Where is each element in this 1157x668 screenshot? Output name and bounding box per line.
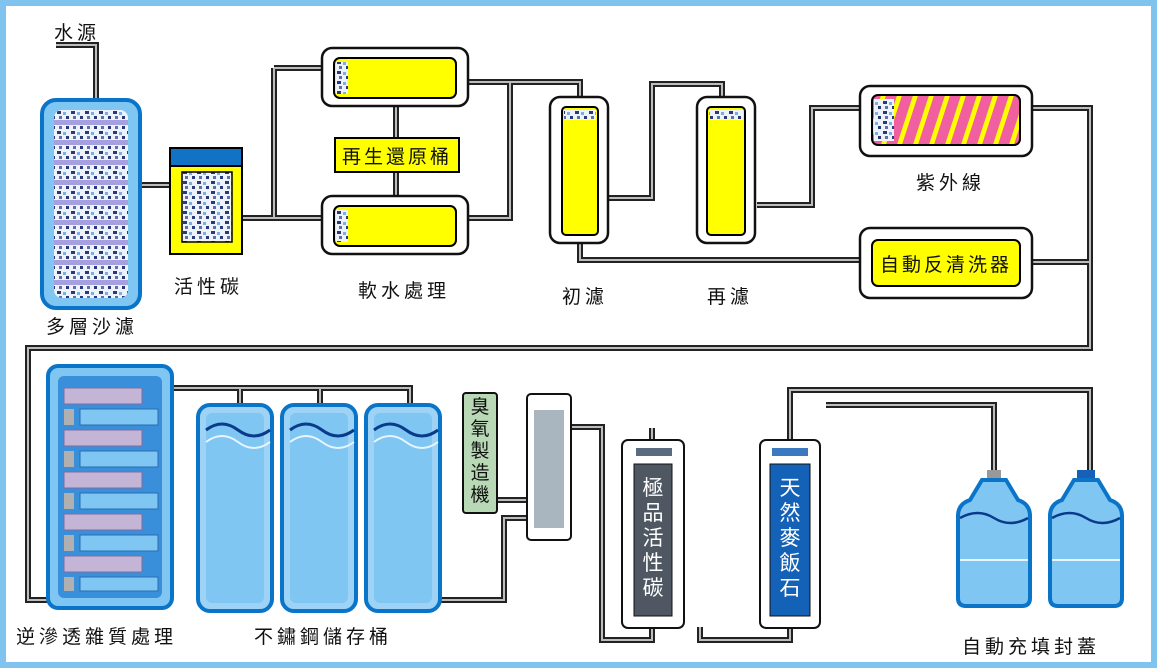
storage-tank-1 bbox=[196, 403, 274, 613]
label-storage: 不鏽鋼儲存桶 bbox=[254, 626, 393, 648]
label-ozone: 臭氧製造機 bbox=[470, 396, 490, 506]
label-uv: 紫外線 bbox=[916, 172, 986, 194]
reverse-osmosis-unit bbox=[46, 364, 174, 610]
uv-sterilizer bbox=[858, 84, 1034, 158]
activated-carbon-tank bbox=[169, 147, 243, 255]
storage-tank-2 bbox=[280, 403, 358, 613]
backwash-unit bbox=[858, 226, 1034, 300]
water-bottle-left bbox=[956, 470, 1032, 608]
softener-tank-top bbox=[320, 46, 470, 108]
label-multi-sand: 多層沙濾 bbox=[46, 316, 139, 338]
premium-carbon-canister bbox=[621, 439, 685, 629]
label-regen-tank: 再生還原桶 bbox=[341, 145, 452, 168]
label-ro: 逆滲透雜質處理 bbox=[16, 626, 178, 648]
storage-tank-3 bbox=[364, 403, 442, 613]
maifan-stone-canister bbox=[759, 439, 821, 629]
multi-sand-filter bbox=[40, 98, 142, 310]
label-first-filter: 初濾 bbox=[562, 286, 609, 308]
label-maifan-stone: 天然麥飯石 bbox=[779, 476, 801, 600]
second-filter-tank bbox=[695, 95, 757, 245]
water-bottle-right bbox=[1048, 470, 1124, 608]
ozone-mixer bbox=[526, 393, 572, 541]
softener-tank-bottom bbox=[320, 194, 470, 256]
label-backwash: 自動反清洗器 bbox=[879, 253, 1012, 276]
label-premium-carbon: 極品活性碳 bbox=[642, 476, 664, 600]
label-softening: 軟水處理 bbox=[358, 280, 451, 302]
label-filling: 自動充填封蓋 bbox=[962, 636, 1101, 658]
label-activated-carbon: 活性碳 bbox=[174, 276, 244, 298]
label-water-source: 水源 bbox=[54, 22, 101, 44]
ozone-generator bbox=[462, 392, 498, 514]
label-second-filter: 再濾 bbox=[707, 286, 754, 308]
first-filter-tank bbox=[548, 95, 610, 245]
regen-tank-box bbox=[334, 137, 460, 173]
